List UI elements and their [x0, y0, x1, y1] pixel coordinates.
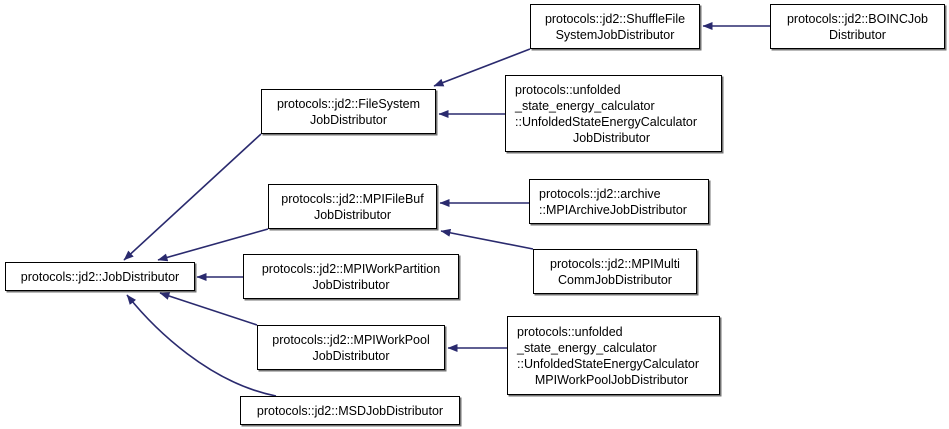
node-label-line: JobDistributor [313, 207, 392, 222]
node-label-line: JobDistributor [572, 130, 651, 145]
node-unfolded-state-energy-calculator-mpi-work-pool-job-distributor[interactable]: protocols::unfolded _state_energy_calcul… [507, 316, 720, 395]
node-label-line: _state_energy_calculator [517, 340, 657, 355]
node-label-line: JobDistributor [309, 112, 388, 127]
node-label-line: SystemJobDistributor [555, 27, 675, 42]
node-label-line: Distributor [829, 27, 886, 42]
node-label-line: ::MPIArchiveJobDistributor [539, 202, 687, 217]
node-label-line: protocols::jd2::FileSystem [276, 96, 421, 111]
edge-file-system-to-job-distributor [123, 133, 262, 261]
edge-mpi-multi-comm-to-mpi-file-buf [440, 228, 534, 250]
node-label-line: ::UnfoldedStateEnergyCalculator [515, 114, 698, 129]
node-label-line: protocols::jd2::MPIMulti [550, 256, 680, 271]
node-label-line: protocols::unfolded [517, 324, 623, 339]
node-job-distributor[interactable]: protocols::jd2::JobDistributor [5, 262, 195, 291]
node-label-line: protocols::jd2::MPIWorkPartition [261, 261, 441, 276]
node-label-line: ::UnfoldedStateEnergyCalculator [517, 356, 700, 371]
node-label-line: JobDistributor [312, 348, 390, 363]
node-mpi-multi-comm-job-distributor[interactable]: protocols::jd2::MPIMulti CommJobDistribu… [533, 249, 697, 294]
node-label-line: protocols::jd2::BOINCJob [786, 11, 929, 26]
node-file-system-job-distributor[interactable]: protocols::jd2::FileSystem JobDistributo… [261, 89, 436, 134]
node-mpi-archive-job-distributor[interactable]: protocols::jd2::archive ::MPIArchiveJobD… [529, 179, 709, 224]
node-label-line: protocols::jd2::MPIFileBuf [281, 191, 424, 206]
node-label-line: protocols::unfolded [515, 82, 621, 97]
node-label-line: protocols::jd2::JobDistributor [20, 269, 180, 284]
node-mpi-work-pool-job-distributor[interactable]: protocols::jd2::MPIWorkPool JobDistribut… [257, 325, 445, 370]
edge-msd-to-job-distributor [126, 294, 277, 397]
node-unfolded-state-energy-calculator-job-distributor[interactable]: protocols::unfolded _state_energy_calcul… [505, 75, 722, 152]
node-label-line: JobDistributor [312, 277, 390, 292]
node-label-line: CommJobDistributor [558, 272, 672, 287]
node-msd-job-distributor[interactable]: protocols::jd2::MSDJobDistributor [240, 396, 460, 425]
node-label-line: MPIWorkPoolJobDistributor [534, 372, 689, 387]
node-shuffle-file-system-job-distributor[interactable]: protocols::jd2::ShuffleFile SystemJobDis… [530, 4, 700, 49]
node-label-line: protocols::jd2::MSDJobDistributor [256, 403, 444, 418]
node-label-line: protocols::jd2::ShuffleFile [544, 11, 686, 26]
node-mpi-file-buf-job-distributor[interactable]: protocols::jd2::MPIFileBuf JobDistributo… [268, 184, 437, 229]
node-label-line: protocols::jd2::MPIWorkPool [272, 332, 430, 347]
node-label-line: protocols::jd2::archive [539, 186, 661, 201]
node-boinc-job-distributor[interactable]: protocols::jd2::BOINCJob Distributor [770, 4, 945, 49]
node-mpi-work-partition-job-distributor[interactable]: protocols::jd2::MPIWorkPartition JobDist… [243, 254, 459, 299]
node-label-line: _state_energy_calculator [515, 98, 655, 113]
